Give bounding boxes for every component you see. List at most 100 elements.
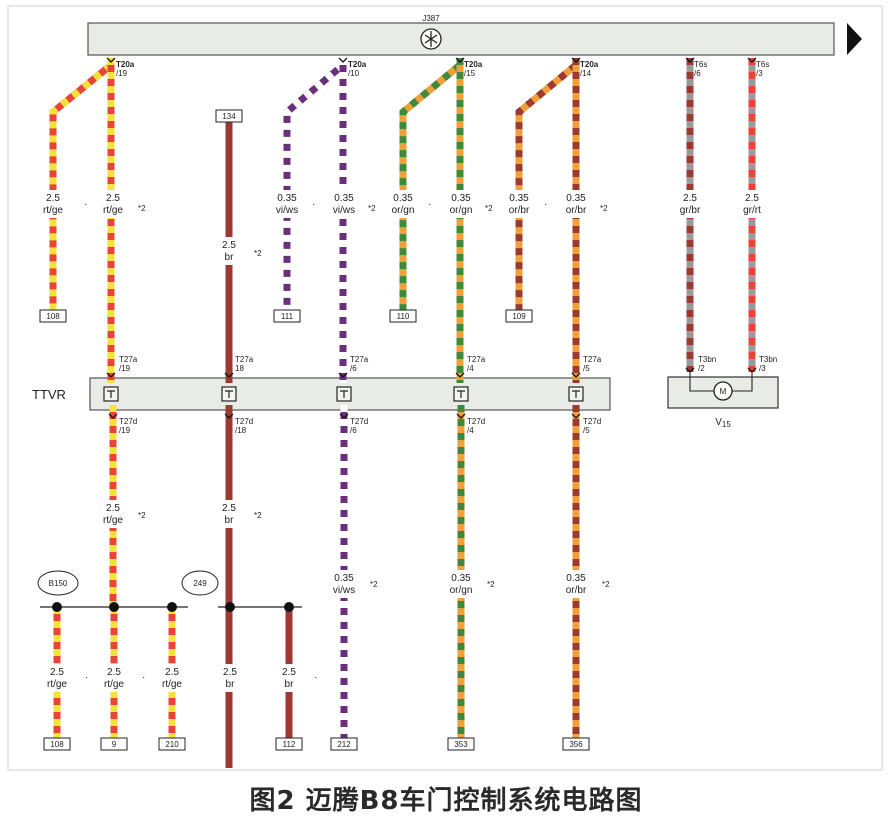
svg-text:or/br: or/br	[566, 585, 587, 596]
svg-text:353: 353	[454, 740, 468, 749]
svg-text:134: 134	[222, 112, 236, 121]
svg-text:or/br: or/br	[566, 205, 587, 216]
pin-label-t3bn: T3bn/3	[759, 355, 777, 373]
terminal-box: 9	[100, 737, 128, 751]
svg-text:br: br	[225, 515, 235, 526]
wire-note: *2	[138, 204, 146, 213]
pin-arrow-icon	[571, 372, 581, 378]
svg-text:0.35: 0.35	[393, 193, 413, 204]
svg-text:rt/ge: rt/ge	[104, 679, 124, 690]
separator-dot: ·	[544, 199, 547, 210]
ecu-symbol-icon	[420, 28, 442, 50]
svg-text:0.35: 0.35	[334, 573, 354, 584]
wire-label: 0.35 vi/ws	[324, 190, 364, 218]
pin-arrow-icon	[685, 367, 695, 373]
svg-text:gr/br: gr/br	[680, 205, 701, 216]
pin-arrow-icon	[224, 413, 234, 419]
svg-text:rt/ge: rt/ge	[47, 679, 67, 690]
pin-label-t6s-3: T6s/3	[756, 60, 769, 78]
pin-arrow-icon	[571, 413, 581, 419]
wire-note: *2	[138, 511, 146, 520]
pin-label-t27d: T27d/19	[119, 417, 137, 435]
wire-rt-ge-branch	[49, 62, 114, 310]
splice-point	[284, 602, 294, 612]
terminal-box: 109	[505, 309, 533, 323]
wire-label: 0.35 or/br	[556, 190, 596, 218]
pin-label-t20a-14: T20a/14	[580, 60, 599, 78]
svg-text:0.35: 0.35	[334, 193, 354, 204]
svg-text:0.35: 0.35	[509, 193, 529, 204]
svg-text:249: 249	[193, 579, 207, 588]
svg-text:rt/ge: rt/ge	[103, 515, 123, 526]
motor-symbol-icon: M	[713, 381, 733, 401]
svg-text:br: br	[225, 252, 235, 263]
svg-text:109: 109	[512, 312, 526, 321]
svg-text:or/gn: or/gn	[450, 585, 473, 596]
separator-dot: ·	[142, 672, 145, 683]
svg-text:B150: B150	[49, 579, 68, 588]
figure-frame	[7, 5, 883, 771]
svg-text:or/br: or/br	[509, 205, 530, 216]
pin-arrow-icon	[685, 57, 695, 63]
separator-dot: ·	[84, 199, 87, 210]
svg-text:2.5: 2.5	[683, 193, 697, 204]
pin-label-t20a-15: T20a/15	[464, 60, 483, 78]
wire-label: 2.5 gr/br	[670, 190, 710, 218]
terminal-box: 108	[39, 309, 67, 323]
ecu-j387: J387	[87, 14, 862, 56]
pin-label-t27a: T27a/5	[583, 355, 602, 373]
splice-point	[109, 602, 119, 612]
pin-arrow-icon	[747, 57, 757, 63]
pin-arrow-icon	[224, 372, 234, 378]
pin-label-t27a: T27a/4	[467, 355, 486, 373]
bottom-terminals: 108 9 210 112 212 353 356	[43, 737, 590, 751]
svg-text:212: 212	[337, 740, 351, 749]
separator-dot: ·	[85, 672, 88, 683]
wire-label: 2.5 rt/ge	[97, 664, 131, 692]
pin-arrow-icon	[456, 413, 466, 419]
svg-text:vi/ws: vi/ws	[333, 205, 355, 216]
motor-v15: M V15	[667, 372, 779, 429]
pin-label-t27a: T27a/6	[350, 355, 369, 373]
wire-label: 0.35 vi/ws	[324, 570, 364, 598]
wire-label: 2.5 rt/ge	[155, 664, 189, 692]
ttvr-label: TTVR	[32, 387, 66, 402]
terminal-box: 356	[562, 737, 590, 751]
splice-b150: B150	[37, 570, 79, 596]
pin-arrow-icon	[108, 413, 118, 419]
pin-label-t27d: T27d/4	[467, 417, 485, 435]
motor-label: V15	[715, 417, 731, 429]
wire-label: 2.5 rt/ge	[36, 190, 70, 218]
svg-text:or/gn: or/gn	[450, 205, 473, 216]
splice-249: 249	[181, 570, 219, 596]
terminal-box: 353	[447, 737, 475, 751]
svg-text:111: 111	[281, 312, 294, 321]
svg-text:rt/ge: rt/ge	[103, 205, 123, 216]
svg-text:2.5: 2.5	[107, 667, 121, 678]
middle-wire-labels: 2.5 rt/ge *2 2.5 br *2 0.35 vi/ws *2 0.3…	[96, 500, 610, 598]
wire-label: 0.35 vi/ws	[268, 190, 306, 218]
svg-text:0.35: 0.35	[277, 193, 297, 204]
top-pin-labels: T20a/19 T20a/10 T20a/15 T20a/14 T6s/6 T6…	[116, 60, 769, 78]
lower-wire-labels: 2.5 rt/ge · 2.5 rt/ge · 2.5 rt/ge 2.5 br…	[40, 664, 317, 692]
wire-label: 2.5 br	[214, 237, 244, 265]
svg-text:2.5: 2.5	[106, 193, 120, 204]
wire-note: *2	[600, 204, 608, 213]
separator-dot: ·	[428, 199, 431, 210]
svg-text:2.5: 2.5	[46, 193, 60, 204]
connector-pin-icon	[103, 386, 119, 402]
pin-label-t20a-10: T20a/10	[348, 60, 367, 78]
terminal-box: 111	[273, 309, 301, 323]
svg-text:2.5: 2.5	[50, 667, 64, 678]
upper-terminals: 108 134 111 110 109	[39, 109, 533, 323]
svg-text:210: 210	[165, 740, 179, 749]
pin-label-t27d: T27d/6	[350, 417, 368, 435]
svg-text:110: 110	[397, 312, 410, 321]
pin-label-t27d: T27d/5	[583, 417, 601, 435]
svg-text:0.35: 0.35	[451, 193, 471, 204]
pin-arrow-icon	[338, 57, 348, 63]
terminal-box: 110	[389, 309, 417, 323]
connector-pin-icon	[336, 386, 352, 402]
pin-label-t27d: T27d/18	[235, 417, 253, 435]
connector-pin-icon	[221, 386, 237, 402]
